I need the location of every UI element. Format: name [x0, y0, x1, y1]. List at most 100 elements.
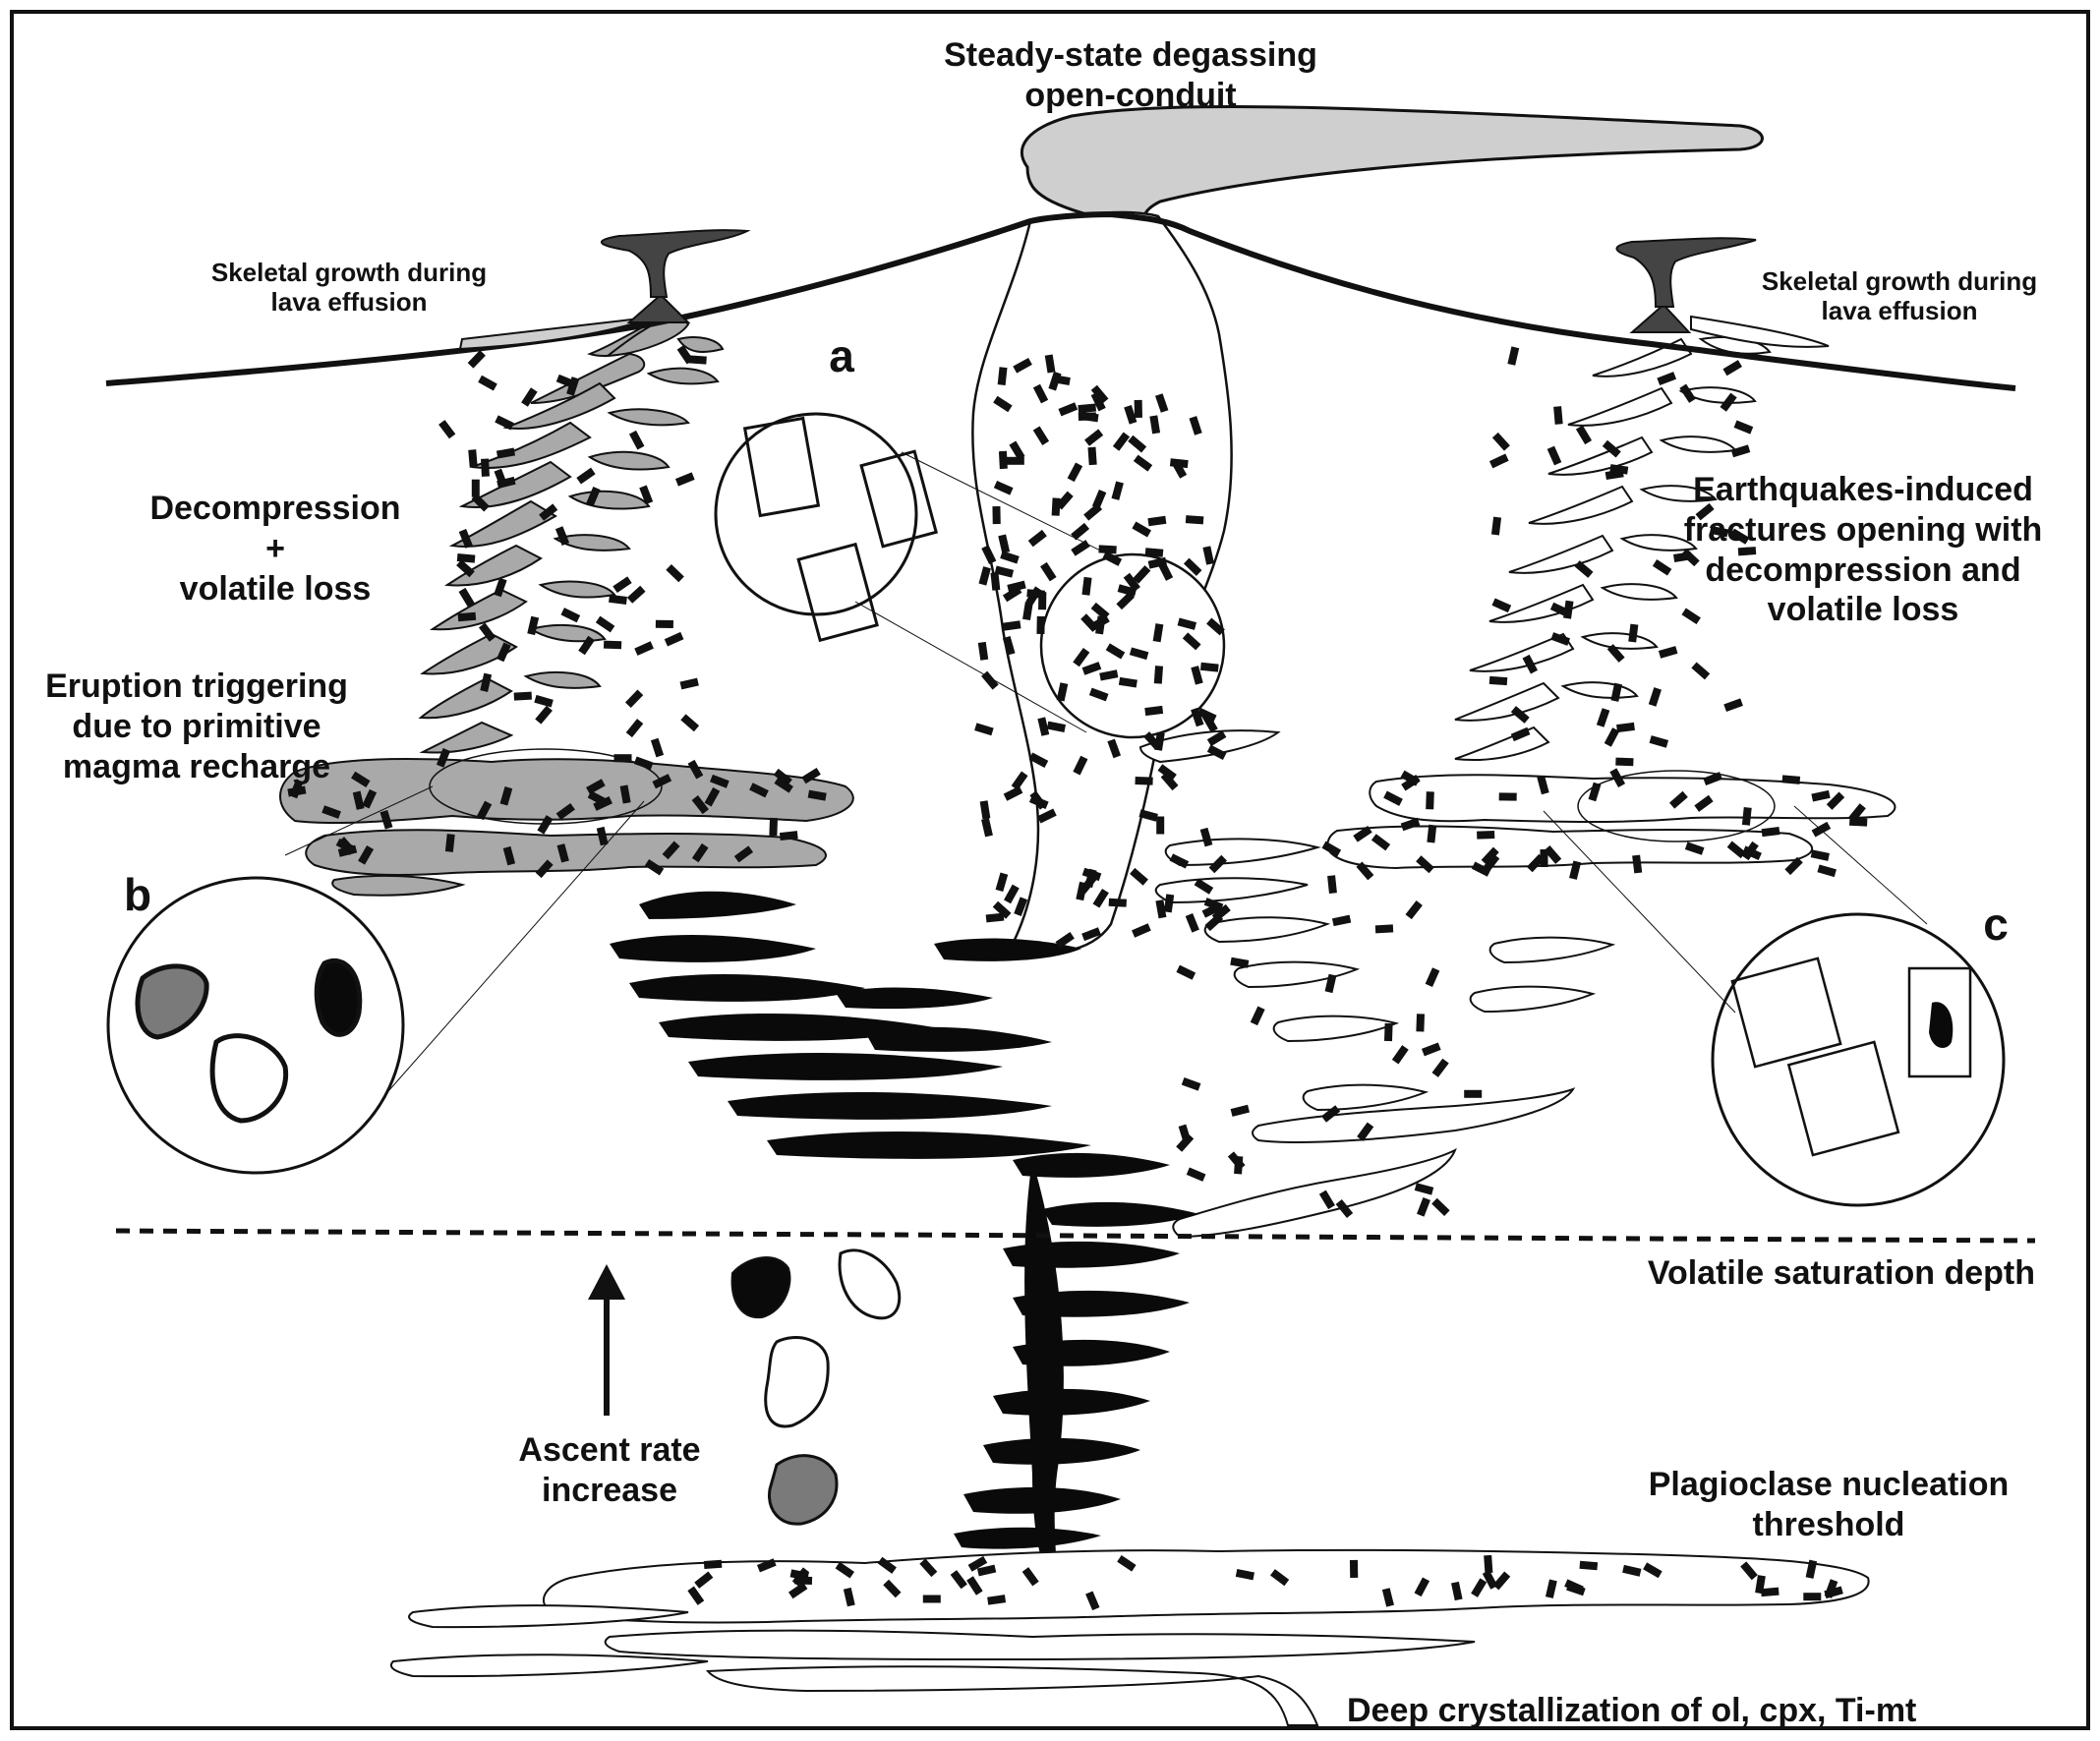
- plagioclase-lath: [1321, 1105, 1341, 1123]
- plagioclase-lath: [537, 815, 554, 835]
- plagioclase-lath: [1733, 420, 1754, 435]
- plagioclase-lath: [1211, 903, 1231, 922]
- plagioclase-lath: [1147, 556, 1167, 569]
- plagioclase-lath: [468, 449, 478, 468]
- plagioclase-lath: [1426, 791, 1434, 810]
- plagioclase-lath: [1588, 782, 1602, 802]
- plagioclase-lath: [1740, 1561, 1758, 1581]
- plagioclase-lath: [1810, 849, 1830, 861]
- plagioclase-lath: [769, 817, 779, 837]
- plagioclase-lath: [1108, 898, 1127, 907]
- volatile-saturation-line: [115, 1228, 2036, 1244]
- plagioclase-lath: [1720, 392, 1737, 412]
- plagioclase-lath: [993, 480, 1014, 495]
- plagioclase-lath: [1032, 426, 1050, 445]
- plagioclase-lath: [1013, 357, 1032, 374]
- plagioclase-lath: [1811, 821, 1832, 838]
- plagioclase-lath: [835, 1561, 854, 1579]
- plagioclase-lath: [1081, 662, 1102, 675]
- plagioclase-lath: [793, 1576, 813, 1586]
- plagioclase-lath: [1032, 383, 1049, 404]
- plagioclase-lath: [1088, 687, 1109, 702]
- plagioclase-lath: [1826, 791, 1845, 810]
- olivine-crystal-white: [838, 1248, 902, 1320]
- plagioclase-lath: [1416, 855, 1434, 874]
- plagioclase-lath: [1155, 900, 1167, 919]
- earthquake-fractures-label: Earthquakes-induced fractures opening wi…: [1666, 470, 2060, 630]
- plagioclase-lath: [1318, 1190, 1335, 1210]
- plagioclase-lath: [1545, 1579, 1557, 1598]
- plagioclase-lath: [1722, 360, 1742, 377]
- plagioclase-lath: [1451, 1581, 1463, 1601]
- plagioclase-lath: [535, 859, 554, 879]
- plagioclase-lath: [456, 553, 476, 563]
- plagioclase-lath: [613, 754, 632, 763]
- plagioclase-lath: [1648, 687, 1662, 707]
- plagioclase-lath: [1510, 706, 1530, 724]
- plagioclase-lath: [595, 615, 615, 633]
- plagioclase-lath: [1383, 1022, 1393, 1042]
- plagioclase-lath: [1199, 827, 1213, 847]
- plagioclase-lath: [496, 447, 516, 459]
- plagioclase-lath: [704, 786, 721, 807]
- plagioclase-lath: [680, 714, 700, 732]
- plagioclase-lath: [619, 784, 631, 804]
- plagioclase-lath: [1055, 932, 1075, 949]
- plagioclase-lath: [1679, 383, 1696, 403]
- plagioclase-lath: [919, 1558, 938, 1578]
- plagioclase-lath: [1028, 752, 1049, 768]
- plagioclase-lath: [1117, 1554, 1137, 1572]
- plagioclase-lath: [788, 1582, 808, 1599]
- plagioclase-lath: [1135, 776, 1153, 785]
- plagioclase-lath: [1848, 803, 1866, 823]
- plagioclase-lath: [997, 367, 1008, 385]
- plagioclase-lath: [1080, 613, 1099, 632]
- plagioclase-lath: [1491, 432, 1510, 451]
- plagioclase-lath: [1098, 545, 1117, 554]
- plagioclase-lath: [1488, 453, 1509, 469]
- plagioclase-lath: [1206, 730, 1227, 747]
- plagioclase-line-1: Plagioclase nucleation: [1648, 1466, 2010, 1503]
- plagioclase-lath: [1081, 576, 1092, 596]
- plagioclase-lath: [1643, 1562, 1662, 1579]
- plagioclase-lath: [1169, 853, 1190, 869]
- plagioclase-lath: [981, 545, 997, 565]
- plagioclase-lath: [1036, 615, 1045, 634]
- plagioclase-lath: [1270, 1569, 1290, 1587]
- plagioclase-lath: [1400, 817, 1421, 832]
- plagioclase-lath: [1133, 454, 1153, 472]
- plagioclase-lath: [1723, 698, 1743, 713]
- plagioclase-lath: [1488, 675, 1508, 686]
- plagioclase-lath: [1349, 1559, 1359, 1578]
- plagioclase-lath: [1553, 406, 1563, 425]
- plagioclase-lath: [1186, 1167, 1206, 1182]
- plagioclase-lath: [801, 767, 821, 784]
- plagioclase-lath: [995, 872, 1009, 893]
- plagioclase-lath: [1357, 1122, 1374, 1141]
- plagioclase-lath: [1615, 757, 1634, 767]
- plagioclase-lath: [1003, 785, 1023, 801]
- plagioclase-lath: [444, 834, 455, 852]
- plagioclase-lath: [1610, 682, 1622, 702]
- plagioclase-lath: [1824, 1586, 1843, 1599]
- plagioclase-lath: [1117, 584, 1138, 597]
- plagioclase-lath: [1123, 572, 1140, 592]
- earthquake-line-3: decompression and: [1705, 551, 2021, 589]
- plagioclase-lath: [1658, 646, 1678, 659]
- plagioclase-lath: [1550, 632, 1571, 646]
- plagioclase-lath: [495, 415, 514, 431]
- plagioclase-lath: [1849, 817, 1868, 827]
- plagioclase-lath: [1144, 548, 1164, 557]
- plagioclase-lath: [843, 1587, 855, 1607]
- plagioclase-lath: [1477, 830, 1495, 840]
- plagioclase-lath: [1095, 615, 1106, 635]
- plagioclase-lath: [560, 608, 581, 623]
- plagioclase-lath: [977, 641, 989, 661]
- plagioclase-lath: [774, 777, 793, 793]
- plagioclase-lath: [1471, 861, 1491, 877]
- plagioclase-lath: [1695, 502, 1715, 521]
- plagioclase-lath: [1105, 643, 1126, 660]
- plagioclase-lath: [1622, 1564, 1642, 1577]
- plagioclase-lath: [1189, 416, 1202, 435]
- decompression-line-3: volatile loss: [179, 569, 372, 608]
